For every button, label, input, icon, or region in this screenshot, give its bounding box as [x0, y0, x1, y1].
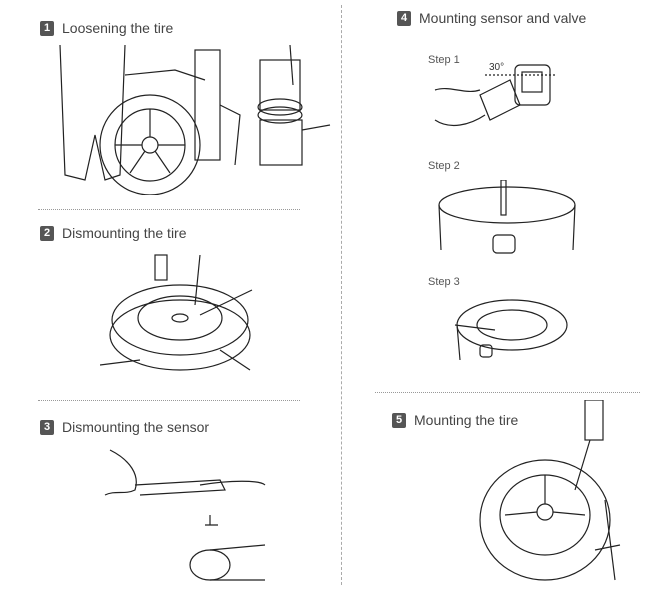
mounting-tire-illustration	[479, 400, 621, 581]
section-heading-4: 4 Mounting sensor and valve	[397, 10, 586, 26]
section-title: Loosening the tire	[62, 20, 174, 36]
section-divider	[38, 400, 300, 401]
angle-label: 30°	[489, 62, 505, 73]
section-heading-3: 3 Dismounting the sensor	[40, 419, 209, 435]
section-heading-2: 2 Dismounting the tire	[40, 225, 187, 241]
section-title: Mounting sensor and valve	[419, 10, 587, 26]
loosening-tire-illustration	[59, 45, 331, 195]
section-number: 4	[397, 10, 411, 26]
mount-sensor-step2-illustration	[438, 180, 576, 254]
section-number: 5	[392, 412, 406, 428]
section-heading-5: 5 Mounting the tire	[392, 412, 518, 428]
step-label-1: Step 1	[428, 54, 460, 66]
section-divider	[38, 209, 300, 210]
section-heading-1: 1 Loosening the tire	[40, 20, 173, 36]
section-title: Dismounting the tire	[62, 225, 187, 241]
section-number: 2	[40, 225, 54, 241]
section-title: Dismounting the sensor	[62, 419, 210, 435]
dismounting-sensor-illustration	[104, 449, 266, 581]
mount-sensor-step3-illustration	[454, 299, 568, 361]
step-label-3: Step 3	[428, 276, 460, 288]
mount-sensor-step1-illustration	[434, 64, 555, 127]
column-divider	[341, 5, 342, 585]
dismounting-tire-illustration	[100, 254, 253, 371]
section-number: 1	[40, 20, 54, 36]
section-divider	[375, 392, 640, 393]
section-title: Mounting the tire	[414, 412, 519, 428]
step-label-2: Step 2	[428, 160, 460, 172]
section-number: 3	[40, 419, 54, 435]
